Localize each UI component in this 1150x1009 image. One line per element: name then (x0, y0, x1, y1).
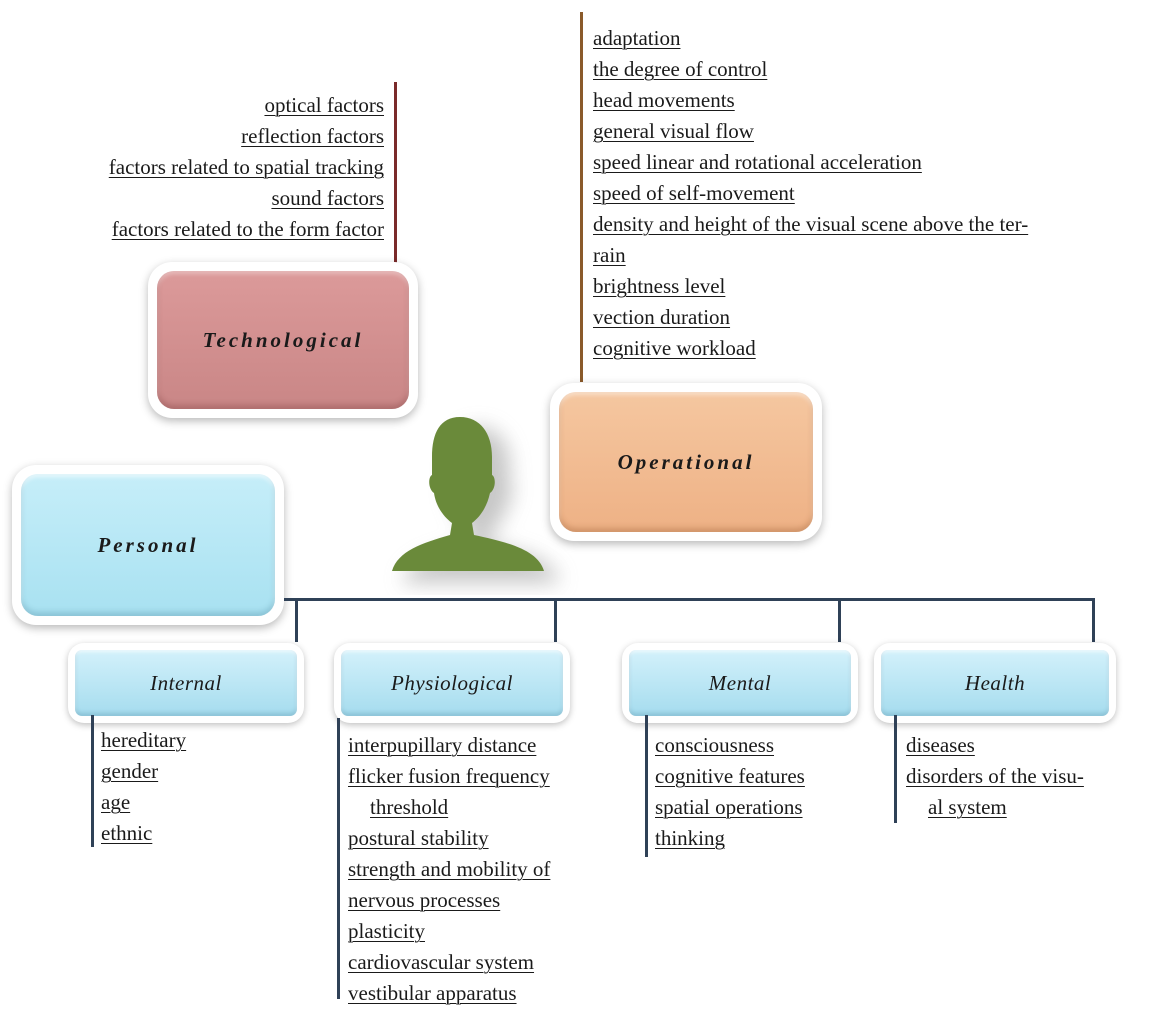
personal-label: Personal (21, 474, 275, 616)
physiological-factor: interpupillary distance (348, 733, 537, 757)
health-factor-list: diseases disorders of the visu- al syste… (906, 730, 1084, 823)
operational-factor: general visual flow (593, 119, 754, 143)
health-connector (1092, 598, 1095, 642)
physiological-factor: flicker fusion frequency (348, 764, 550, 788)
person-icon (392, 417, 560, 583)
technological-factor: factors related to the form factor (111, 217, 384, 241)
physiological-connector (554, 598, 557, 642)
internal-label: Internal (75, 650, 297, 716)
operational-factor: adaptation (593, 26, 681, 50)
physiological-factor: postural stability (348, 826, 489, 850)
health-list-rule (894, 715, 897, 823)
physiological-factor: vestibular apparatus (348, 981, 517, 1005)
physiological-factor: strength and mobility of (348, 857, 551, 881)
physiological-factor-list: interpupillary distance flicker fusion f… (348, 730, 550, 1009)
mental-factor: cognitive features (655, 764, 805, 788)
operational-factor-list: adaptation the degree of control head mo… (593, 23, 1148, 364)
physiological-factor: plasticity (348, 919, 425, 943)
mental-factor: thinking (655, 826, 726, 850)
health-factor: diseases (906, 733, 975, 757)
technological-factor-list: optical factors reflection factors facto… (20, 90, 384, 245)
internal-box: Internal (68, 643, 304, 723)
physiological-factor: nervous processes (348, 888, 501, 912)
technological-factor: factors related to spatial tracking (108, 155, 384, 179)
operational-factor: vection duration (593, 305, 731, 329)
physiological-factor: threshold (370, 795, 449, 819)
technological-box: Technological (148, 262, 418, 418)
internal-factor-list: hereditary gender age ethnic (101, 725, 186, 849)
mental-factor-list: consciousness cognitive features spatial… (655, 730, 805, 854)
technological-factor: sound factors (271, 186, 384, 210)
health-factor: disorders of the visu- (906, 764, 1084, 788)
mental-factor: consciousness (655, 733, 774, 757)
mental-label: Mental (629, 650, 851, 716)
operational-factor: speed of self-movement (593, 181, 795, 205)
operational-label: Operational (559, 392, 813, 532)
internal-factor: gender (101, 759, 159, 783)
mental-list-rule (645, 715, 648, 857)
technological-factor: reflection factors (241, 124, 384, 148)
operational-factor: rain (593, 243, 626, 267)
health-box: Health (874, 643, 1116, 723)
mental-factor: spatial operations (655, 795, 803, 819)
physiological-factor: cardiovascular system (348, 950, 535, 974)
internal-factor: age (101, 790, 131, 814)
operational-factor: speed linear and rotational acceleration (593, 150, 922, 174)
health-label: Health (881, 650, 1109, 716)
operational-factor: cognitive workload (593, 336, 756, 360)
internal-factor: hereditary (101, 728, 187, 752)
operational-factor: brightness level (593, 274, 726, 298)
operational-factor: density and height of the visual scene a… (593, 212, 1029, 236)
internal-factor: ethnic (101, 821, 153, 845)
operational-connector (580, 12, 583, 382)
technological-factor: optical factors (264, 93, 384, 117)
personal-box: Personal (12, 465, 284, 625)
operational-factor: head movements (593, 88, 735, 112)
technological-connector (394, 82, 397, 264)
technological-label: Technological (157, 271, 409, 409)
operational-box: Operational (550, 383, 822, 541)
personal-connector-horizontal (284, 598, 1095, 601)
physiological-list-rule (337, 718, 340, 999)
internal-connector (295, 598, 298, 642)
mental-box: Mental (622, 643, 858, 723)
physiological-label: Physiological (341, 650, 563, 716)
operational-factor: the degree of control (593, 57, 768, 81)
mental-connector (838, 598, 841, 642)
internal-list-rule (91, 715, 94, 847)
health-factor: al system (928, 795, 1007, 819)
physiological-box: Physiological (334, 643, 570, 723)
